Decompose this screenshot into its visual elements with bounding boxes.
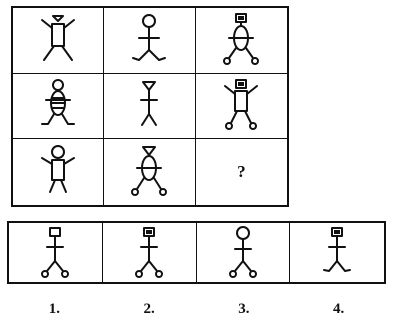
grid-cell-3-3-missing: ? (196, 139, 287, 205)
grid-cell-3-2 (104, 139, 195, 205)
option-2[interactable] (103, 223, 197, 282)
grid-cell-3-1 (13, 139, 104, 205)
option-1[interactable] (9, 223, 103, 282)
figure-round-head-box-body-icon (28, 144, 88, 200)
option-square-head-stick-feet-circles-icon (30, 225, 80, 281)
option-label-4: 4. (291, 301, 386, 318)
figure-round-head-stick-icon (119, 12, 179, 68)
grid-cell-2-3 (196, 74, 287, 140)
option-label-2: 2. (102, 301, 197, 318)
option-striped-square-head-stick-feet-circles-icon (124, 225, 174, 281)
option-label-3: 3. (197, 301, 292, 318)
option-label-1: 1. (7, 301, 102, 318)
grid-cell-2-1 (13, 74, 104, 140)
figure-square-head-oval-body-feet-circles-icon (211, 12, 271, 68)
option-3[interactable] (197, 223, 291, 282)
figure-triangle-head-stick-icon (119, 78, 179, 134)
answer-options (7, 221, 386, 284)
option-4[interactable] (290, 223, 384, 282)
grid-cell-1-1 (13, 8, 104, 74)
figure-triangle-head-oval-body-feet-circles-icon (119, 144, 179, 200)
figure-square-head-box-arms-up-feet-circles-icon (211, 78, 271, 134)
option-labels: 1. 2. 3. 4. (7, 301, 386, 318)
grid-cell-1-3 (196, 8, 287, 74)
question-mark: ? (237, 162, 246, 182)
option-round-head-stick-feet-circles-icon (218, 225, 268, 281)
grid-cell-2-2 (104, 74, 195, 140)
figure-round-head-striped-oval-icon (28, 78, 88, 134)
option-square-head-stick-icon (312, 225, 362, 281)
figure-body-box-arms-up-icon (28, 12, 88, 68)
grid-cell-1-2 (104, 8, 195, 74)
puzzle-grid: ? (11, 6, 289, 207)
